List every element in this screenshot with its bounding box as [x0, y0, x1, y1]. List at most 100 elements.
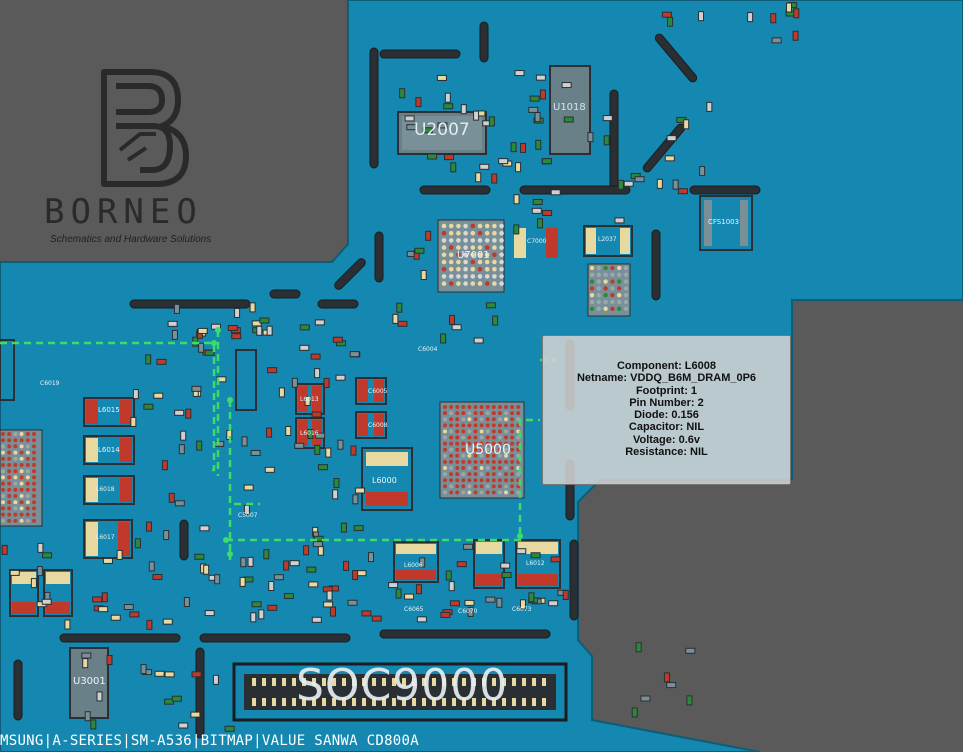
bga-ball: [441, 259, 447, 265]
bga-ball: [485, 429, 490, 434]
smd-part: [347, 599, 358, 606]
smd-pad: [195, 554, 204, 559]
bga-ball: [617, 299, 622, 305]
component-info-tooltip: Component: L6008 Netname: VDDQ_B6M_DRAM_…: [542, 335, 791, 485]
bga-ball: [1, 487, 5, 492]
smd-pad: [259, 610, 264, 619]
smd-part: [291, 377, 298, 388]
smd-pad: [323, 587, 332, 592]
smd-part: [266, 325, 273, 336]
smd-pad: [251, 450, 260, 455]
bga-ball: [603, 306, 608, 311]
smd-part: [323, 377, 330, 388]
smd-pad: [341, 523, 346, 532]
smd-part: [102, 557, 113, 564]
smd-pad: [686, 648, 695, 653]
smd-pad: [520, 600, 525, 609]
smd-pad: [260, 318, 269, 323]
bga-ball: [467, 453, 472, 458]
smd-part: [239, 576, 246, 587]
bga-ball: [623, 272, 629, 277]
smd-pad: [667, 683, 676, 688]
smd-part: [243, 576, 254, 583]
smd-pad: [244, 505, 249, 514]
smd-pad: [417, 617, 426, 622]
smd-part: [110, 614, 121, 621]
smd-part: [666, 135, 677, 142]
bga-ball: [13, 512, 18, 517]
smd-pad: [192, 672, 201, 677]
smd-pad: [164, 531, 169, 540]
smd-pad: [308, 430, 313, 439]
bga-ball: [7, 518, 12, 523]
smd-part: [640, 695, 651, 702]
smd-part: [36, 601, 47, 608]
smd-part: [204, 610, 215, 617]
smd-part: [156, 358, 167, 365]
bga-ball: [463, 252, 468, 258]
bga-ball: [596, 279, 601, 284]
bga-ball: [449, 453, 454, 458]
label-l6000: L6000: [372, 476, 397, 485]
tooltip-footprint: Footprint: 1: [635, 384, 698, 397]
label-u1018: U1018: [553, 102, 586, 113]
smd-part: [322, 586, 333, 593]
bga-ball: [473, 466, 478, 470]
smd-pad: [615, 218, 624, 223]
bga-ball: [1, 432, 5, 436]
bga-ball: [610, 265, 615, 271]
smd-pad: [65, 620, 70, 629]
smd-pad: [788, 3, 797, 8]
smd-pad: [179, 445, 184, 454]
bga-ball: [13, 463, 18, 467]
smd-part: [84, 711, 91, 722]
smd-pad: [397, 303, 402, 312]
smd-pad: [400, 89, 405, 98]
smd-pad: [144, 404, 153, 409]
smd-part: [192, 336, 199, 347]
bga-ball: [467, 417, 472, 422]
smd-pad: [446, 571, 451, 580]
smd-part: [315, 432, 326, 439]
smd-part: [267, 604, 278, 611]
smd-part: [425, 230, 432, 241]
smd-part: [416, 616, 427, 623]
bga-ball: [510, 459, 515, 464]
bga-ball: [485, 447, 490, 452]
smd-part: [283, 560, 290, 571]
smd-part: [677, 188, 688, 195]
label-c7000: C7000: [527, 238, 547, 245]
smd-part: [101, 592, 108, 603]
bga-ball: [479, 435, 484, 440]
bga-ball: [463, 230, 468, 236]
bga-ball: [477, 266, 483, 272]
smd-part: [353, 525, 364, 532]
bga-ball: [497, 453, 502, 458]
bga-ball: [477, 274, 483, 279]
smd-part: [535, 139, 542, 150]
bga-ball: [610, 272, 615, 277]
smd-part: [500, 562, 511, 569]
smd-pad: [421, 271, 426, 280]
smd-pad: [193, 337, 198, 346]
bga-ball: [610, 286, 615, 291]
bga-ball: [492, 223, 497, 229]
smd-pad: [153, 574, 162, 579]
bga-ball: [443, 472, 447, 477]
bga-ball: [441, 252, 447, 258]
bga-ball: [492, 266, 497, 272]
label-c6004: C6004: [418, 346, 438, 353]
bga-ball: [473, 459, 478, 464]
bga-ball: [504, 405, 508, 409]
smd-part: [234, 307, 241, 318]
smd-pad: [215, 575, 220, 584]
bga-ball: [32, 438, 36, 443]
bga-ball: [603, 265, 608, 271]
smd-pad: [169, 493, 174, 502]
smd-part: [325, 447, 332, 458]
bga-ball: [461, 447, 466, 452]
smd-part: [770, 13, 777, 24]
smd-part: [164, 671, 175, 678]
